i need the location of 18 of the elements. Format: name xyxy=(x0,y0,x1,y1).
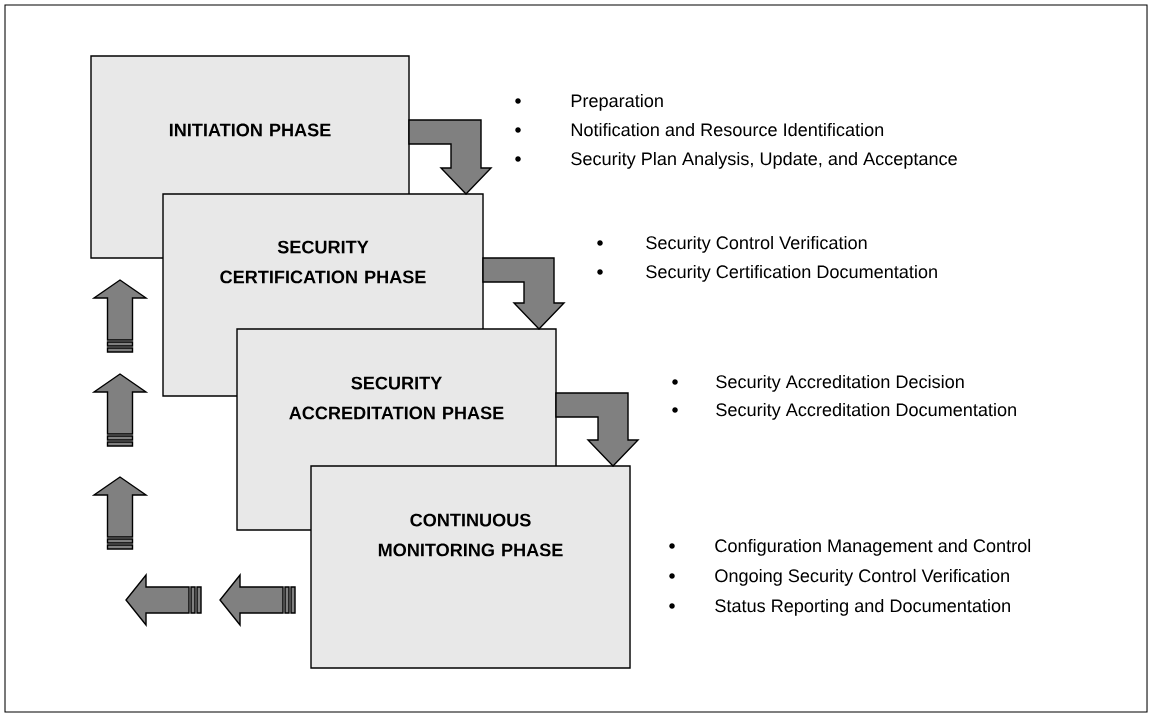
bullet-item: Security Accreditation Documentation xyxy=(672,402,1016,420)
box-title: SECURITY ACCREDITATION PHASE xyxy=(289,376,504,420)
bullet-item: Ongoing Security Control Verification xyxy=(669,568,1009,586)
box-title: SECURITY CERTIFICATION PHASE xyxy=(220,240,426,284)
block-arrow xyxy=(555,392,640,468)
block-arrow xyxy=(482,257,566,331)
bullet-item: Security Accreditation Decision xyxy=(672,374,964,392)
bullet-item: Security Certification Documentation xyxy=(597,264,937,282)
block-arrow xyxy=(408,119,493,196)
bullet-item: Configuration Management and Control xyxy=(669,538,1031,556)
bullet-item: Notification and Resource Identification xyxy=(515,122,884,137)
box-title: INITIATION PHASE xyxy=(169,123,331,137)
bullet-item: Status Reporting and Documentation xyxy=(669,598,1010,616)
bullet-item: Security Control Verification xyxy=(597,235,867,253)
box-title: CONTINUOUS MONITORING PHASE xyxy=(378,513,563,557)
phase-box xyxy=(310,465,631,669)
bullet-item: Preparation xyxy=(515,93,663,111)
bullet-item: Security Plan Analysis, Update, and Acceptance xyxy=(515,151,957,169)
